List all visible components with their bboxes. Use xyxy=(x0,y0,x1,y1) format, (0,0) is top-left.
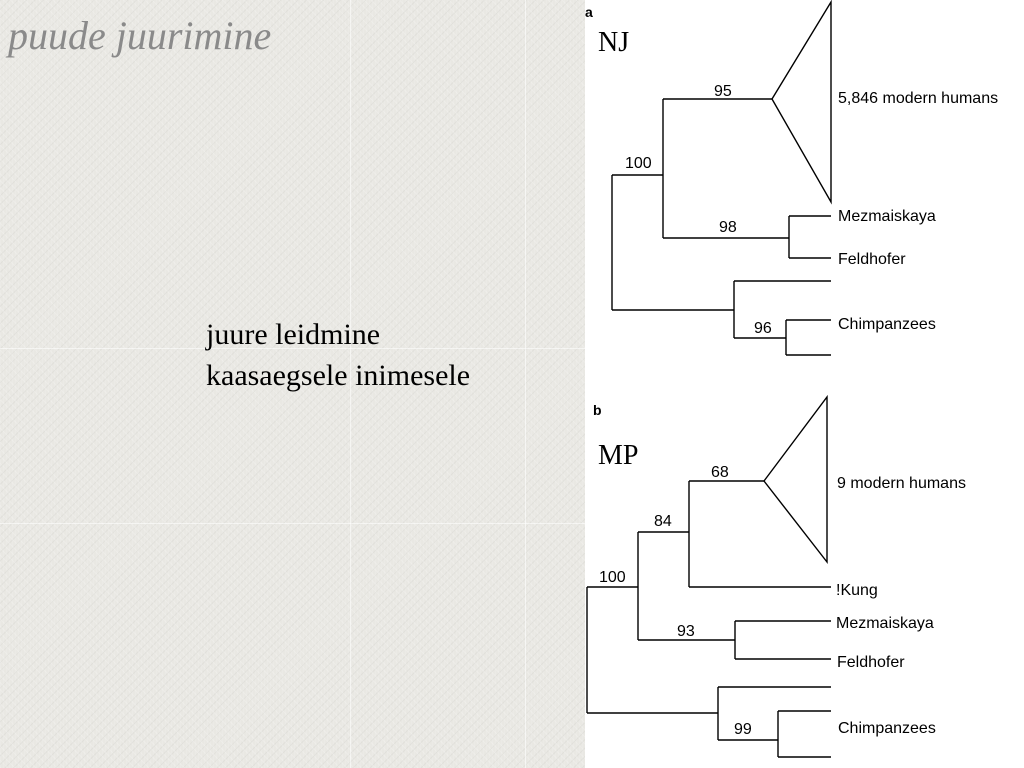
slide-body-text: juure leidmine kaasaegsele inimesele xyxy=(206,314,470,396)
panel-b-taxon-kung: !Kung xyxy=(836,582,878,599)
background-tile-seam xyxy=(350,0,351,768)
panel-b-mp-tree: b MP 100 84 68 93 99 9 modern humans !Ku… xyxy=(586,394,966,758)
panel-a-root-branch xyxy=(611,174,734,311)
panel-a-taxon-mezmaiskaya: Mezmaiskaya xyxy=(838,208,936,225)
panel-b-bootstrap-84: 84 xyxy=(654,513,672,530)
panel-a-bootstrap-98: 98 xyxy=(719,219,737,236)
panel-a-letter: a xyxy=(585,4,593,20)
panel-a-taxon-modern-humans: 5,846 modern humans xyxy=(838,90,998,107)
panel-a-bootstrap-100: 100 xyxy=(625,155,652,172)
panel-b-bootstrap-99: 99 xyxy=(734,721,752,738)
panel-b-chimpanzee-branch xyxy=(777,710,831,758)
panel-a-human-clade-triangle xyxy=(771,0,832,205)
slide-title: puude juurimine xyxy=(8,13,272,58)
panel-b-root-branch xyxy=(586,586,718,714)
body-line-1: juure leidmine xyxy=(206,318,381,351)
panel-b-bootstrap-100: 100 xyxy=(599,569,626,586)
panel-a-ingroup-branch xyxy=(662,98,789,239)
panel-a-outgroup-branch xyxy=(733,280,831,339)
panel-a-taxon-feldhofer: Feldhofer xyxy=(838,251,906,268)
panel-a-bootstrap-96: 96 xyxy=(754,320,772,337)
background-tile-seam xyxy=(0,523,585,524)
panel-a-neanderthal-branch xyxy=(788,215,831,259)
panel-b-taxon-chimpanzees: Chimpanzees xyxy=(838,720,936,737)
panel-b-letter: b xyxy=(593,402,602,418)
panel-b-ingroup-branch xyxy=(637,531,735,641)
panel-b-method-label: MP xyxy=(598,440,638,471)
panel-b-taxon-mezmaiskaya: Mezmaiskaya xyxy=(836,615,934,632)
panel-a-bootstrap-95: 95 xyxy=(714,83,732,100)
panel-b-taxon-feldhofer: Feldhofer xyxy=(837,654,905,671)
panel-a-nj-tree: a NJ 100 95 98 96 5,846 modern humans Me… xyxy=(585,0,998,356)
panel-b-taxon-modern-humans: 9 modern humans xyxy=(837,475,966,492)
tree-figure-svg: a NJ 100 95 98 96 5,846 modern humans Me… xyxy=(585,0,998,758)
panel-a-chimpanzee-branch xyxy=(785,319,831,356)
background-tile-seam xyxy=(0,348,585,349)
panel-b-neanderthal-branch xyxy=(734,620,831,660)
panel-a-taxon-chimpanzees: Chimpanzees xyxy=(838,316,936,333)
panel-b-human-clade-triangle xyxy=(763,394,828,565)
background-tile-seam xyxy=(525,0,526,768)
panel-b-bootstrap-93: 93 xyxy=(677,623,695,640)
body-line-2: kaasaegsele inimesele xyxy=(206,359,471,392)
panel-b-outgroup-branch xyxy=(717,686,831,741)
phylogenetic-trees-figure: a NJ 100 95 98 96 5,846 modern humans Me… xyxy=(585,0,1024,768)
panel-a-method-label: NJ xyxy=(598,27,629,58)
panel-b-human-kung-branch xyxy=(688,480,831,588)
panel-b-bootstrap-68: 68 xyxy=(711,464,729,481)
